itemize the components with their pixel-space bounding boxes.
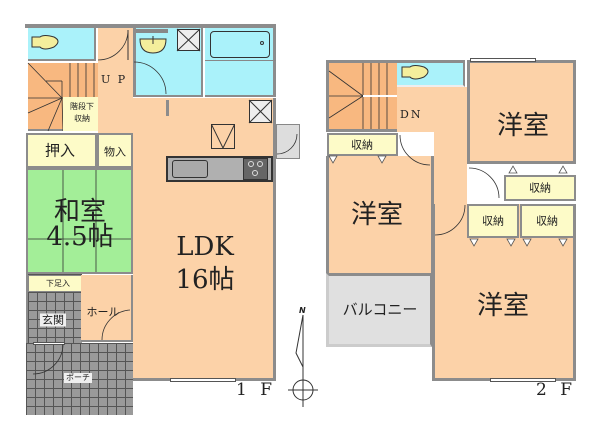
laundry-x-icon bbox=[176, 28, 201, 52]
storage-c bbox=[504, 175, 576, 201]
hall-label: ホール bbox=[86, 305, 120, 319]
washroom-door-swing-icon bbox=[133, 61, 167, 95]
storage-a bbox=[327, 133, 398, 156]
ldk-size-label: 16帖 bbox=[175, 265, 235, 295]
floor-2-label: 2 F bbox=[536, 380, 577, 400]
stairs-2f bbox=[326, 60, 397, 90]
bedroom-ne-label: 洋室 bbox=[496, 111, 550, 141]
hallway-1f bbox=[98, 28, 133, 133]
compass-n-label: N bbox=[299, 306, 306, 315]
hall-2f bbox=[397, 87, 467, 132]
side-door-swing-icon bbox=[276, 133, 298, 155]
bedroom-ne-door-swing-icon bbox=[468, 167, 500, 199]
stair-storage-label-2: 収納 bbox=[74, 114, 90, 123]
kitchen-sink bbox=[172, 160, 208, 178]
wash-counter bbox=[136, 29, 168, 33]
stove bbox=[243, 158, 268, 180]
compass-north-icon: N bbox=[288, 306, 318, 407]
stair-storage-label-1: 階段下 bbox=[70, 102, 94, 111]
porch-label: ポーチ bbox=[64, 373, 92, 383]
stairs-lines-icon bbox=[27, 62, 98, 132]
bathtub bbox=[210, 31, 270, 58]
toilet-2f-icon bbox=[401, 65, 429, 80]
storage-b-overlay bbox=[467, 204, 519, 238]
stove-burners-icon bbox=[248, 161, 263, 176]
genkan-label: 玄関 bbox=[40, 313, 66, 327]
washitsu-size-label: 4.5帖 bbox=[46, 222, 114, 252]
monoire-label: 物入 bbox=[104, 145, 126, 159]
toilet-2f bbox=[397, 60, 465, 87]
balcony-label: バルコニー bbox=[342, 300, 418, 319]
closet-door-markers-icon bbox=[328, 155, 568, 247]
ldk-window-bottom bbox=[170, 378, 236, 382]
balcony bbox=[326, 273, 432, 347]
entrance-door-swing-icon bbox=[32, 343, 64, 375]
stair-storage bbox=[63, 97, 98, 131]
stairs-up-label: U P bbox=[101, 73, 128, 86]
range-hood-icon bbox=[211, 124, 235, 150]
oshiire-closet bbox=[26, 133, 97, 168]
bathtub-drain-icon bbox=[260, 41, 264, 45]
bedroom-w-label: 洋室 bbox=[350, 200, 404, 230]
stairs-2f-lines-icon bbox=[328, 63, 397, 129]
bathtub-divider bbox=[205, 60, 276, 61]
shoe-storage-label: 下足入 bbox=[46, 279, 70, 288]
storage-c-label: 収納 bbox=[529, 181, 551, 195]
washitsu-room bbox=[26, 168, 133, 274]
oshiire-label: 押入 bbox=[44, 141, 76, 160]
storage-a-label: 収納 bbox=[351, 138, 373, 152]
fridge-x-icon bbox=[248, 99, 273, 124]
bedroom-w-door-swing-icon bbox=[399, 134, 431, 166]
ldk-name-label: LDK bbox=[176, 232, 234, 262]
door-swing-icon bbox=[97, 29, 129, 61]
storage-b-label-overlay: 収納 bbox=[482, 214, 504, 228]
floor-1-plan: 階段下 収納 U P LDK 16帖 押入 物入 bbox=[25, 24, 300, 415]
bedroom-s-window-bottom bbox=[490, 378, 556, 382]
partition-stub bbox=[166, 100, 169, 116]
washitsu-name-label: 和室 bbox=[53, 197, 107, 227]
entrance-door bbox=[33, 342, 65, 345]
bedroom-s-label: 洋室 bbox=[476, 291, 530, 321]
hall-door-swing-icon bbox=[101, 309, 131, 341]
sink-icon bbox=[139, 36, 167, 54]
floor-2-plan: DN 洋室 収納 収納 洋室 収納 収納 収納 収納 洋室 バルコニー 2 F bbox=[300, 0, 600, 441]
tatami-lines-icon bbox=[28, 170, 131, 272]
hall-room bbox=[81, 275, 133, 342]
floor-1-wall-top bbox=[25, 24, 276, 28]
storage-d-label-overlay: 収納 bbox=[536, 214, 558, 228]
storage-d-overlay bbox=[520, 204, 575, 238]
bedroom-s-door-swing-icon bbox=[434, 204, 466, 236]
toilet-icon bbox=[31, 35, 59, 50]
monoire-closet bbox=[97, 133, 133, 168]
corridor-2f bbox=[434, 132, 467, 204]
bedroom-ne-window-top bbox=[470, 58, 536, 62]
floor-1-label: 1 F bbox=[236, 380, 277, 400]
stairs-down-label: DN bbox=[400, 108, 423, 121]
